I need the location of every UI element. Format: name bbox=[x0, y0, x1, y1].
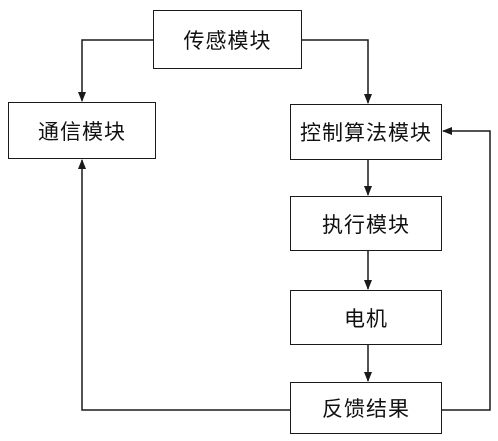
feedback-result-box: 反馈结果 bbox=[290, 382, 442, 434]
edge-sensor-to-control bbox=[302, 39, 372, 104]
control-algorithm-module-label: 控制算法模块 bbox=[300, 121, 432, 145]
motor-box: 电机 bbox=[290, 290, 442, 345]
sensor-module-label: 传感模块 bbox=[183, 28, 272, 53]
control-algorithm-module-box: 控制算法模块 bbox=[290, 104, 442, 160]
feedback-result-label: 反馈结果 bbox=[322, 397, 410, 421]
communication-module-label: 通信模块 bbox=[38, 119, 126, 144]
edge-sensor-to-communication bbox=[78, 39, 153, 102]
sensor-module-box: 传感模块 bbox=[153, 10, 302, 69]
execution-module-label: 执行模块 bbox=[322, 212, 410, 237]
edge-feedback-to-control bbox=[442, 127, 491, 411]
execution-module-box: 执行模块 bbox=[290, 196, 442, 251]
motor-label: 电机 bbox=[344, 306, 388, 331]
edge-feedback-to-communication bbox=[78, 159, 290, 411]
communication-module-box: 通信模块 bbox=[8, 102, 156, 159]
